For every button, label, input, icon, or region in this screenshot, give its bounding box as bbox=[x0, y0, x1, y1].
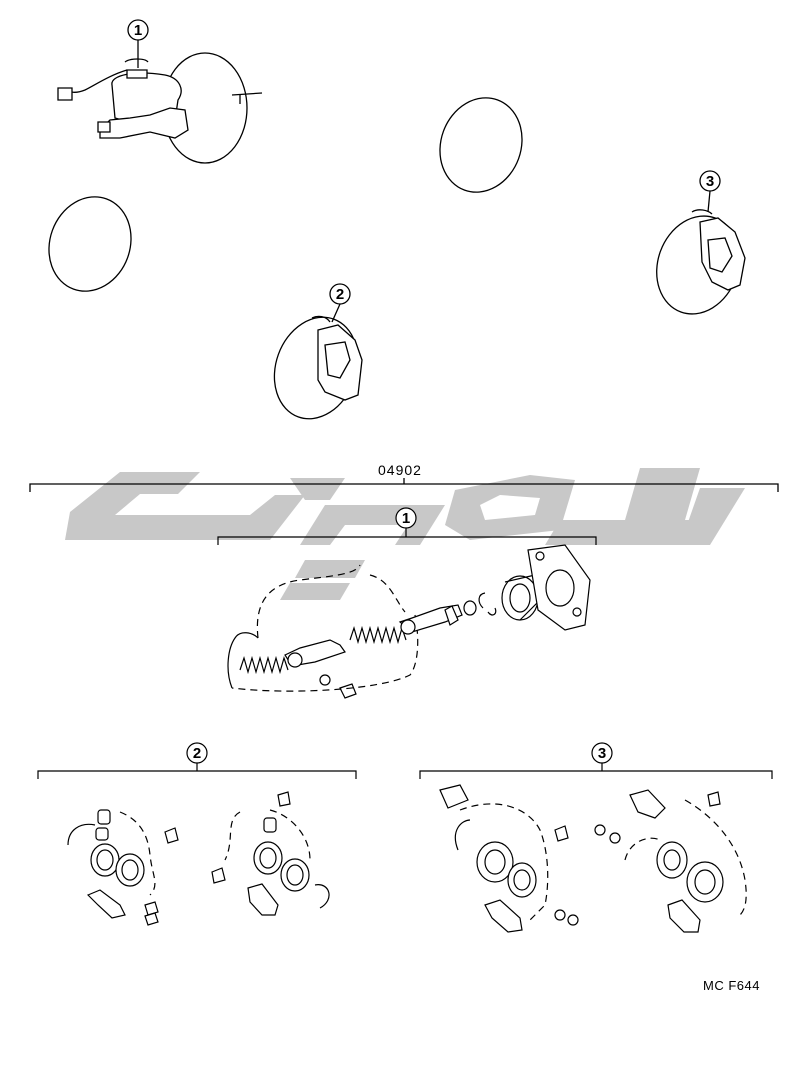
assembly-overview bbox=[48, 19, 746, 420]
group-code-label: 04902 bbox=[378, 462, 422, 478]
caliper-right-assembly bbox=[656, 190, 746, 315]
callout-label-caliper-left-top: 2 bbox=[336, 286, 344, 303]
callout-3-top bbox=[699, 170, 721, 192]
callout-2-top bbox=[329, 283, 351, 305]
callout-label-caliper-right-top: 3 bbox=[706, 173, 714, 190]
wheel-ellipse-center bbox=[439, 97, 523, 193]
watermark-logo bbox=[65, 468, 745, 600]
figure-code-label: MC F644 bbox=[703, 978, 760, 993]
callout-1-top bbox=[127, 19, 149, 41]
callout-label-master-top: 1 bbox=[134, 22, 142, 39]
master-cylinder-assembly bbox=[57, 40, 263, 164]
callout-label-kit-caliper-left: 2 bbox=[193, 745, 201, 762]
kit-caliper-right bbox=[419, 742, 773, 933]
callout-label-kit-master: 1 bbox=[402, 510, 410, 527]
kit-caliper-left bbox=[37, 742, 357, 926]
callout-label-kit-caliper-right: 3 bbox=[598, 745, 606, 762]
kit-master-cylinder bbox=[217, 507, 597, 699]
wheel-ellipse-left bbox=[48, 196, 132, 292]
group-bracket bbox=[29, 478, 779, 492]
caliper-left-assembly bbox=[273, 303, 363, 420]
